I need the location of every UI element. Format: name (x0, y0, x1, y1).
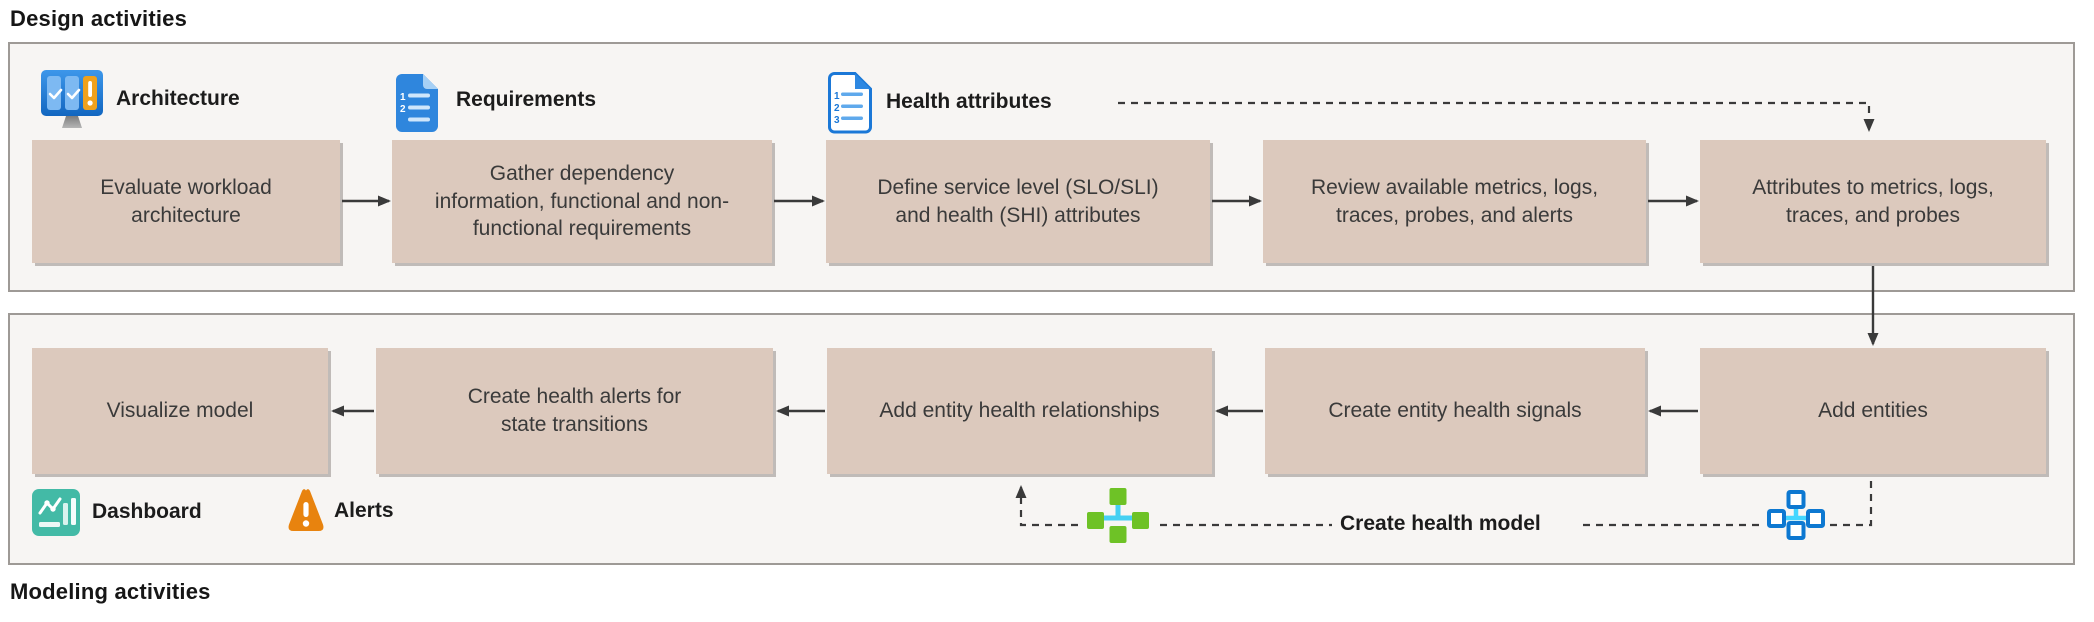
dashboard-chart-icon (32, 489, 80, 536)
box-label: Add entity health relationships (879, 399, 1160, 423)
box-label: Evaluate workload architecture (100, 175, 272, 227)
box-label: Define service level (SLO/SLI) and healt… (877, 175, 1159, 227)
architecture-monitor-checklist-icon (41, 70, 103, 128)
box-gather-dependency-information: Gather dependency information, functiona… (392, 140, 772, 263)
box-create-health-alerts: Create health alerts for state transitio… (376, 348, 773, 474)
svg-text:1: 1 (400, 92, 406, 103)
requirements-document-icon: 1 2 (396, 74, 438, 132)
box-create-entity-health-signals: Create entity health signals (1265, 348, 1645, 474)
box-label: Gather dependency information, functiona… (434, 161, 730, 241)
dashboard-label: Dashboard (92, 500, 202, 523)
box-add-entity-health-relationships: Add entity health relationships (827, 348, 1212, 474)
box-label: Create entity health signals (1328, 399, 1582, 423)
box-evaluate-workload-architecture: Evaluate workload architecture (32, 140, 340, 263)
box-label: Create health alerts for state transitio… (467, 385, 682, 436)
svg-text:2: 2 (834, 103, 840, 114)
box-define-service-level: Define service level (SLO/SLI) and healt… (826, 140, 1210, 263)
svg-text:1: 1 (834, 91, 840, 102)
create-health-model-label: Create health model (1340, 512, 1541, 535)
box-visualize-model: Visualize model (32, 348, 328, 474)
box-review-available-metrics: Review available metrics, logs, traces, … (1263, 140, 1646, 263)
box-label: Add entities (1818, 399, 1928, 423)
alerts-warning-triangle-icon (288, 489, 324, 531)
design-activities-heading: Design activities (10, 6, 188, 31)
architecture-label: Architecture (116, 87, 240, 110)
box-label: Visualize model (106, 399, 254, 423)
svg-text:3: 3 (834, 115, 840, 126)
alerts-label: Alerts (334, 499, 394, 522)
health-attributes-document-icon: 1 2 3 (828, 72, 872, 134)
modeling-activities-heading: Modeling activities (10, 579, 211, 604)
health-attributes-label: Health attributes (886, 90, 1052, 113)
requirements-label: Requirements (456, 88, 597, 111)
box-attributes-to-metrics: Attributes to metrics, logs, traces, and… (1700, 140, 2046, 263)
svg-text:2: 2 (400, 104, 406, 115)
box-add-entities: Add entities (1700, 348, 2046, 474)
box-label: Attributes to metrics, logs, traces, and… (1752, 175, 1994, 227)
box-label: Review available metrics, logs, traces, … (1310, 175, 1599, 227)
health-model-hierarchy-blue-icon (1767, 490, 1825, 540)
health-model-hierarchy-green-icon (1087, 488, 1149, 543)
